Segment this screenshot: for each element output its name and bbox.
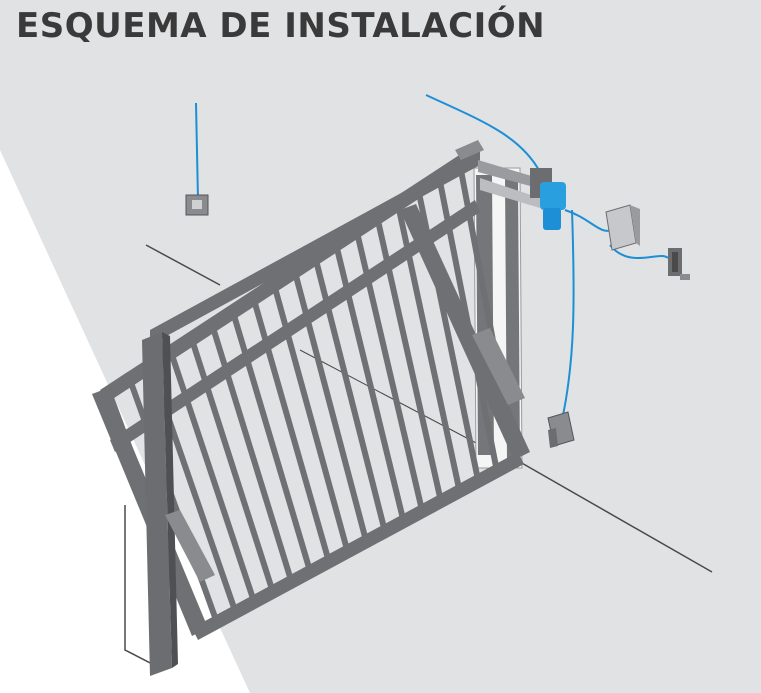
ground-line-mid bbox=[299, 349, 481, 446]
left-pillar bbox=[142, 332, 178, 676]
hinge-arm-right bbox=[472, 328, 525, 405]
hinge-arm-left bbox=[165, 510, 215, 582]
keypad-icon bbox=[185, 102, 209, 216]
electric-motor-icon bbox=[478, 160, 566, 230]
warning-lamp-icon bbox=[455, 140, 484, 160]
control-box-icon bbox=[605, 204, 640, 251]
ground-line-right bbox=[519, 461, 713, 573]
safety-sensor-icon bbox=[547, 411, 575, 448]
ground-line-left bbox=[145, 244, 221, 286]
page-title: ESQUEMA DE INSTALACIÓN bbox=[16, 6, 546, 46]
photocell-icon bbox=[668, 248, 690, 280]
